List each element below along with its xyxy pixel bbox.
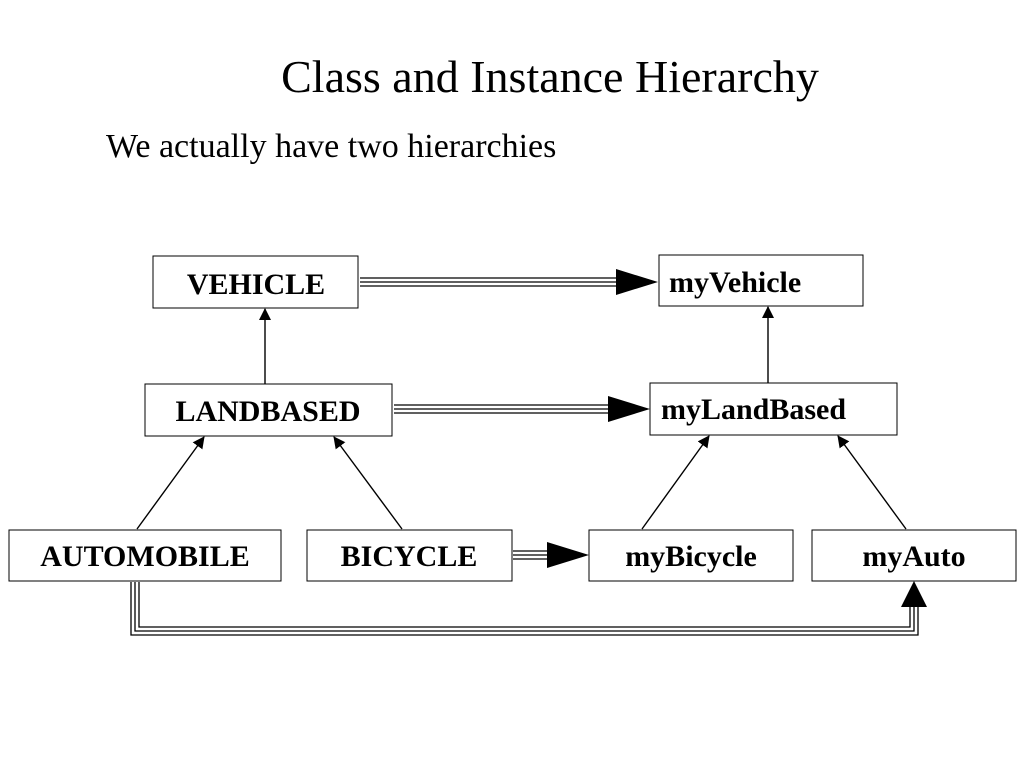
node-bicycle: BICYCLE xyxy=(306,529,513,582)
node-my-bicycle: myBicycle xyxy=(588,529,794,582)
node-automobile: AUTOMOBILE xyxy=(8,529,282,582)
node-label-my-auto: myAuto xyxy=(862,540,965,573)
node-label-my-bicycle: myBicycle xyxy=(625,540,757,573)
node-my-landbased: myLandBased xyxy=(649,382,898,436)
edge-bicycle-to-landbased xyxy=(333,436,403,530)
edge-my-bicycle-to-my-landbased xyxy=(641,435,710,530)
node-label-landbased: LANDBASED xyxy=(175,395,360,428)
node-vehicle: VEHICLE xyxy=(152,255,359,309)
slide-subtitle: We actually have two hierarchies xyxy=(106,128,557,165)
node-label-vehicle: VEHICLE xyxy=(187,268,325,301)
node-my-vehicle: myVehicle xyxy=(658,254,864,307)
node-label-my-vehicle: myVehicle xyxy=(669,266,801,299)
node-label-my-landbased: myLandBased xyxy=(661,393,846,426)
edge-automobile-to-landbased xyxy=(136,436,205,530)
edge-my-auto-to-my-landbased xyxy=(837,435,907,530)
edge-landbased-to-my-landbased xyxy=(394,396,650,422)
node-landbased: LANDBASED xyxy=(144,383,393,437)
edge-vehicle-to-my-vehicle xyxy=(360,269,658,295)
node-label-bicycle: BICYCLE xyxy=(341,540,478,573)
slide-title: Class and Instance Hierarchy xyxy=(281,51,819,102)
node-label-automobile: AUTOMOBILE xyxy=(40,540,250,573)
edge-bicycle-to-my-bicycle xyxy=(513,542,589,568)
edge-automobile-to-my-auto xyxy=(130,581,927,636)
node-my-auto: myAuto xyxy=(811,529,1017,582)
